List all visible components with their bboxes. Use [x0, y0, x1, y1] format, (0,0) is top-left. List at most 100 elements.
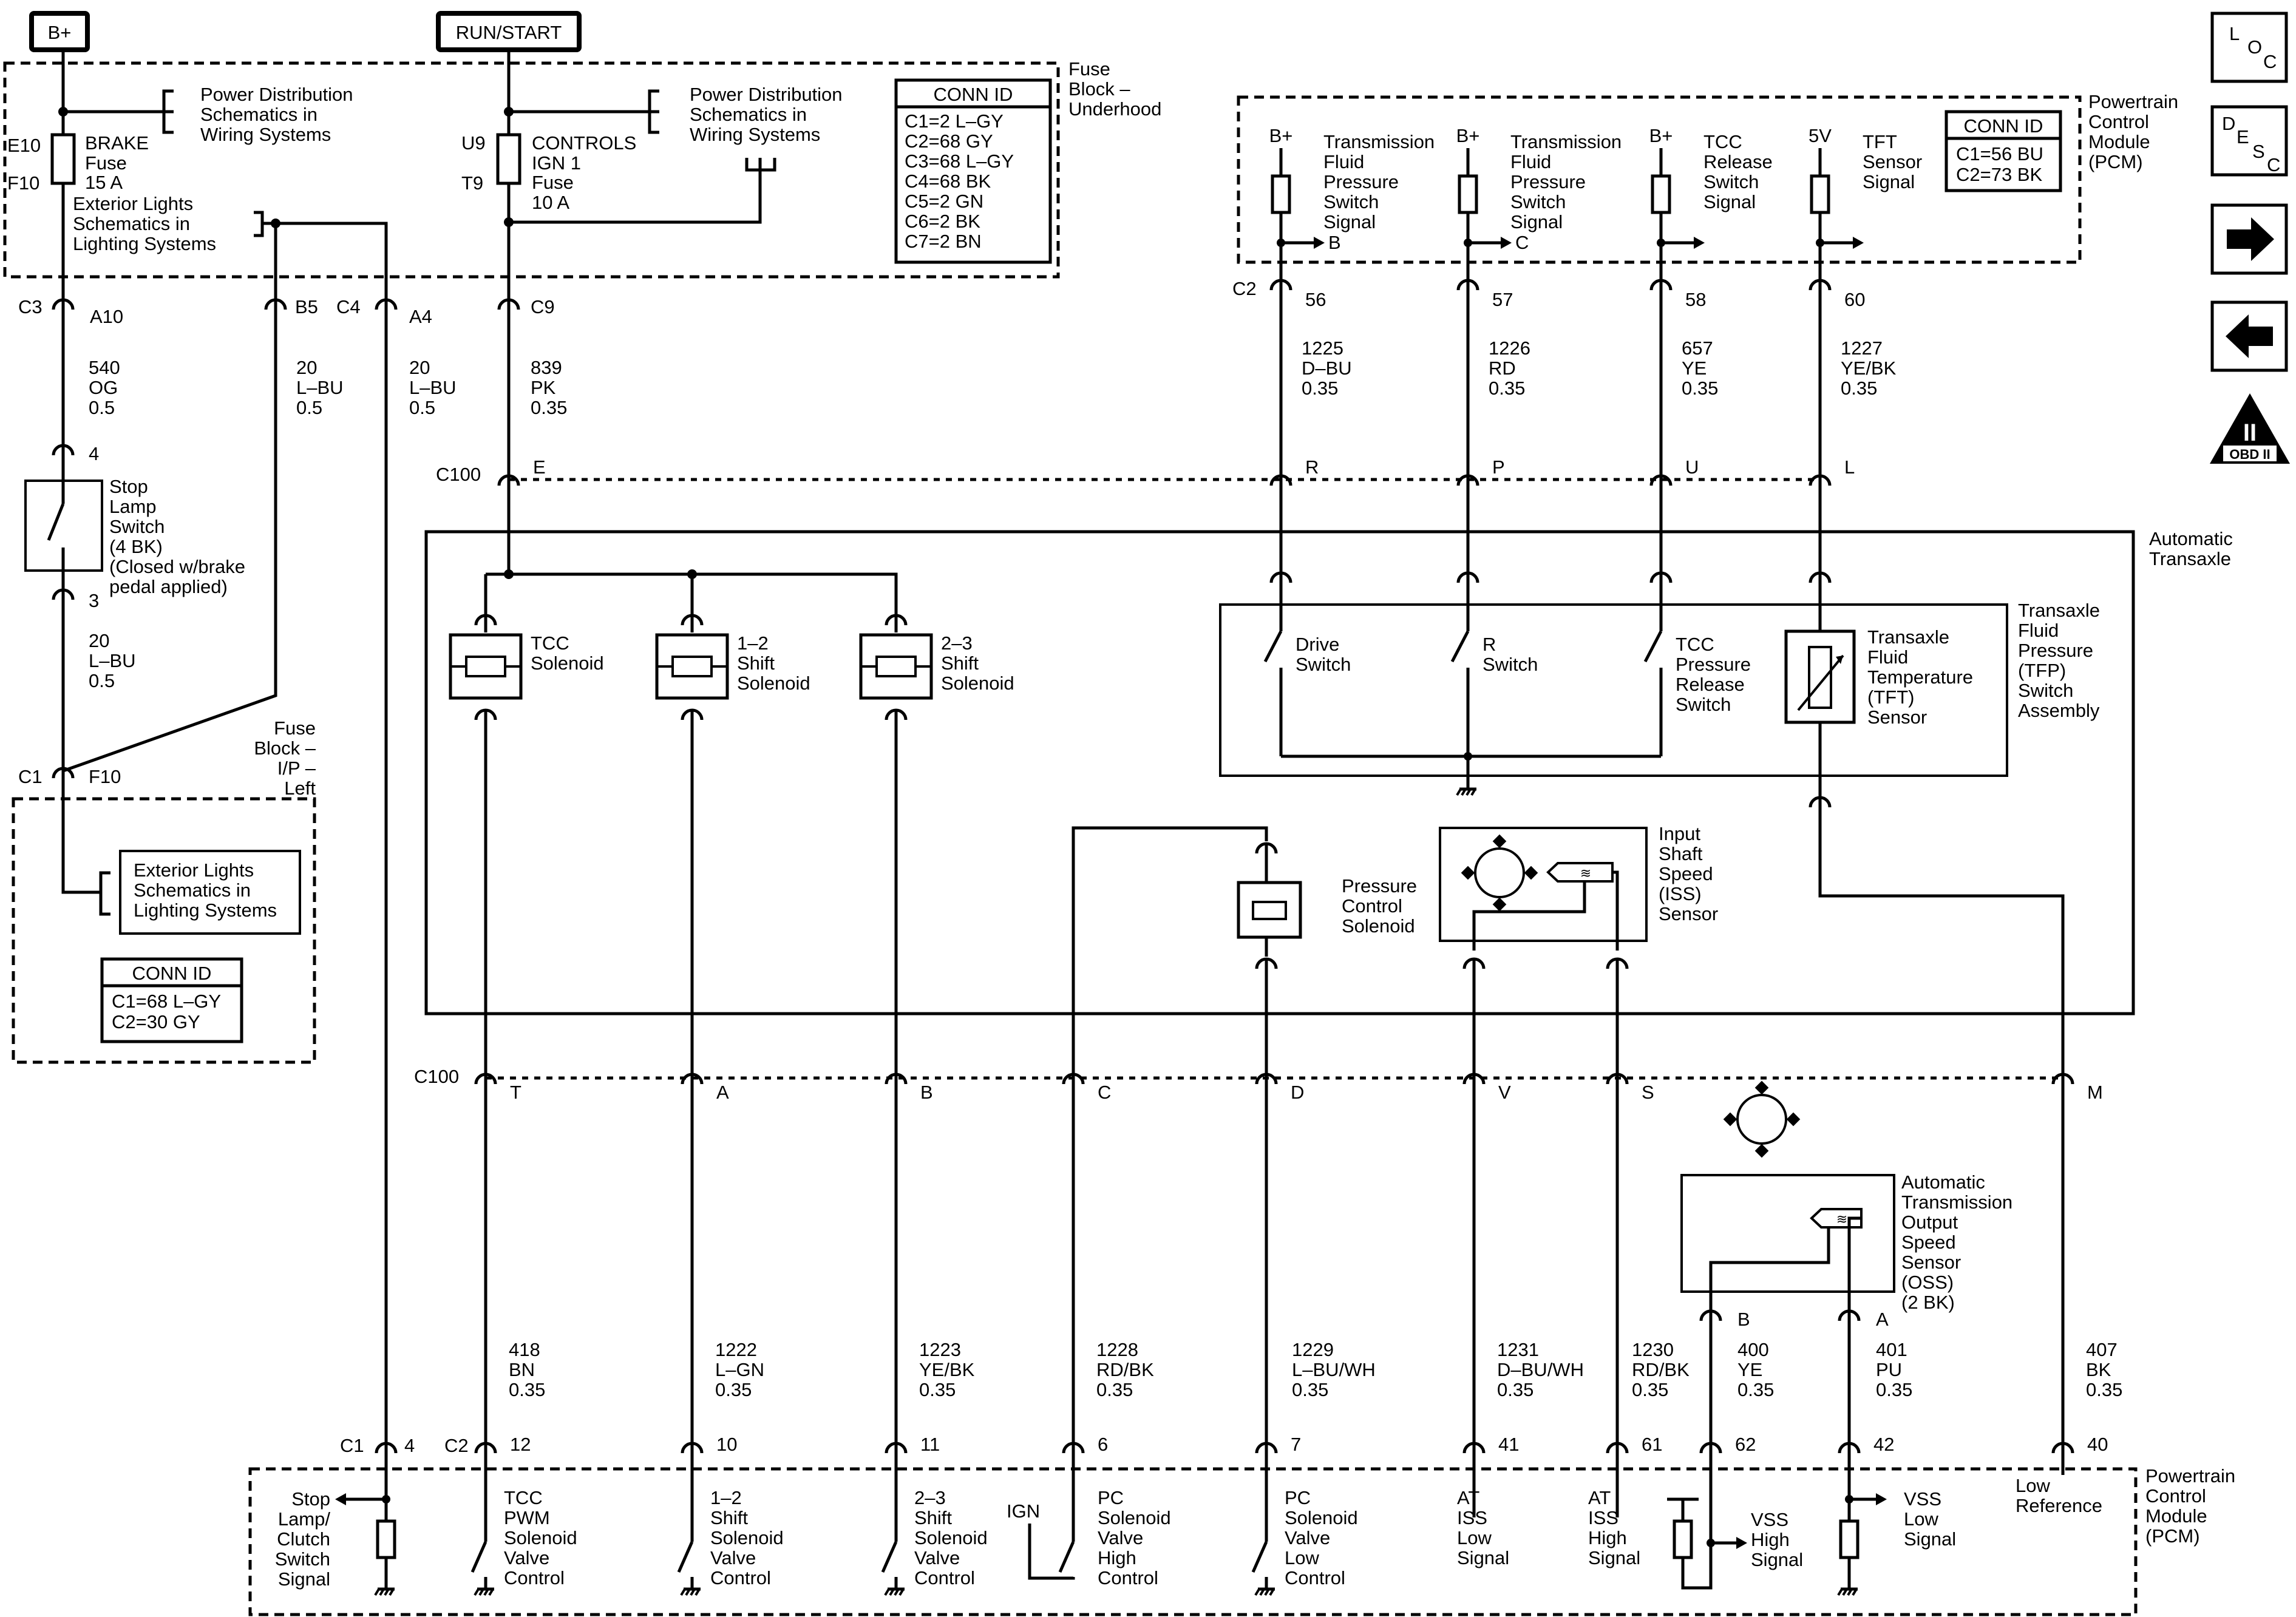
svg-text:AT: AT	[1457, 1487, 1479, 1508]
svg-text:PC: PC	[1098, 1487, 1124, 1508]
arrow-left-icon	[2226, 314, 2273, 358]
connector-terminal	[1462, 1073, 1486, 1091]
connector-terminal	[1062, 1073, 1085, 1091]
svg-text:Solenoid: Solenoid	[1098, 1507, 1171, 1528]
svg-text:(PCM): (PCM)	[2145, 1525, 2200, 1547]
svg-text:Valve: Valve	[1098, 1527, 1143, 1548]
connector-terminal	[52, 298, 75, 317]
connector-terminal	[1809, 571, 1832, 590]
svg-text:1228: 1228	[1096, 1339, 1138, 1360]
conn-id-row: C5=2 GN	[905, 191, 983, 212]
wire	[1847, 1216, 1861, 1311]
svg-text:TCC: TCC	[1703, 131, 1742, 152]
svg-text:L: L	[2229, 23, 2240, 44]
loc-button[interactable]: LOC	[2210, 12, 2288, 83]
wire	[1028, 1524, 1075, 1580]
svg-text:0.5: 0.5	[409, 397, 435, 418]
svg-text:A4: A4	[409, 306, 432, 327]
svg-text:Block –: Block –	[254, 737, 316, 759]
svg-text:B5: B5	[295, 296, 318, 317]
signal-arrow-icon	[1876, 1493, 1887, 1505]
connector-terminal	[1649, 474, 1673, 493]
svg-text:20: 20	[296, 357, 317, 378]
svg-text:400: 400	[1737, 1339, 1769, 1360]
thermistor-icon	[1808, 646, 1832, 709]
svg-text:(2 BK): (2 BK)	[1901, 1292, 1955, 1313]
connector-terminal	[1838, 1442, 1861, 1460]
svg-text:1229: 1229	[1292, 1339, 1334, 1360]
connector-terminal	[474, 1442, 497, 1460]
svg-text:Module: Module	[2145, 1505, 2207, 1527]
svg-text:Switch: Switch	[109, 516, 165, 537]
svg-text:C3: C3	[18, 296, 42, 317]
svg-text:Switch: Switch	[275, 1548, 330, 1570]
svg-text:1223: 1223	[919, 1339, 961, 1360]
connector-terminal	[1062, 1442, 1085, 1460]
next-page-button[interactable]	[2210, 203, 2288, 275]
svg-text:PWM: PWM	[504, 1507, 550, 1528]
wire	[1709, 1227, 1830, 1311]
svg-text:0.5: 0.5	[89, 670, 115, 691]
signal-arrow-icon	[335, 1493, 346, 1505]
connector-terminal	[885, 614, 908, 632]
svg-text:I/P –: I/P –	[277, 758, 316, 779]
connector-terminal	[1699, 1309, 1722, 1328]
svg-text:Wiring Systems: Wiring Systems	[690, 124, 820, 145]
svg-text:Solenoid: Solenoid	[737, 673, 810, 694]
pcm-bottom-pin: 61	[1642, 1434, 1662, 1455]
svg-text:RD: RD	[1489, 358, 1516, 379]
svg-text:D: D	[2222, 113, 2235, 134]
svg-text:Transaxle: Transaxle	[1867, 626, 1949, 648]
svg-text:S: S	[2252, 141, 2265, 162]
svg-text:0.35: 0.35	[531, 397, 567, 418]
svg-text:Control: Control	[1285, 1567, 1345, 1588]
svg-text:L–BU: L–BU	[296, 377, 344, 398]
b-plus-source: B+	[29, 11, 90, 52]
svg-text:Fuse: Fuse	[274, 717, 316, 739]
svg-text:0.35: 0.35	[1489, 378, 1525, 399]
pcm-pin: 60	[1844, 289, 1865, 310]
svg-text:Lighting Systems: Lighting Systems	[134, 900, 277, 921]
svg-text:(TFP): (TFP)	[2018, 660, 2066, 681]
svg-text:Solenoid: Solenoid	[710, 1527, 784, 1548]
svg-text:C: C	[2267, 154, 2280, 175]
svg-text:Transaxle: Transaxle	[2149, 548, 2231, 569]
svg-text:Pressure: Pressure	[1510, 171, 1586, 192]
connector-terminal	[474, 1073, 497, 1091]
conn-id-row: C7=2 BN	[905, 231, 982, 252]
prev-page-button[interactable]	[2210, 300, 2288, 372]
conn-id-row: C4=68 BK	[905, 171, 991, 192]
connector-terminal	[497, 474, 520, 493]
svg-text:Sensor: Sensor	[1863, 151, 1922, 172]
svg-text:Schematics in: Schematics in	[200, 104, 318, 125]
connector-terminal	[474, 708, 497, 727]
svg-text:L–BU: L–BU	[409, 377, 457, 398]
svg-text:1222: 1222	[715, 1339, 757, 1360]
svg-text:0.35: 0.35	[1876, 1379, 1912, 1400]
svg-text:Switch: Switch	[1296, 654, 1351, 675]
svg-text:PC: PC	[1285, 1487, 1311, 1508]
svg-text:Signal: Signal	[1510, 211, 1563, 232]
svg-text:TFT: TFT	[1863, 131, 1897, 152]
connector-terminal	[497, 298, 520, 317]
bias-resistor	[1839, 1519, 1860, 1559]
connector-terminal	[1699, 1442, 1722, 1460]
svg-text:C2=30 GY: C2=30 GY	[112, 1011, 200, 1032]
